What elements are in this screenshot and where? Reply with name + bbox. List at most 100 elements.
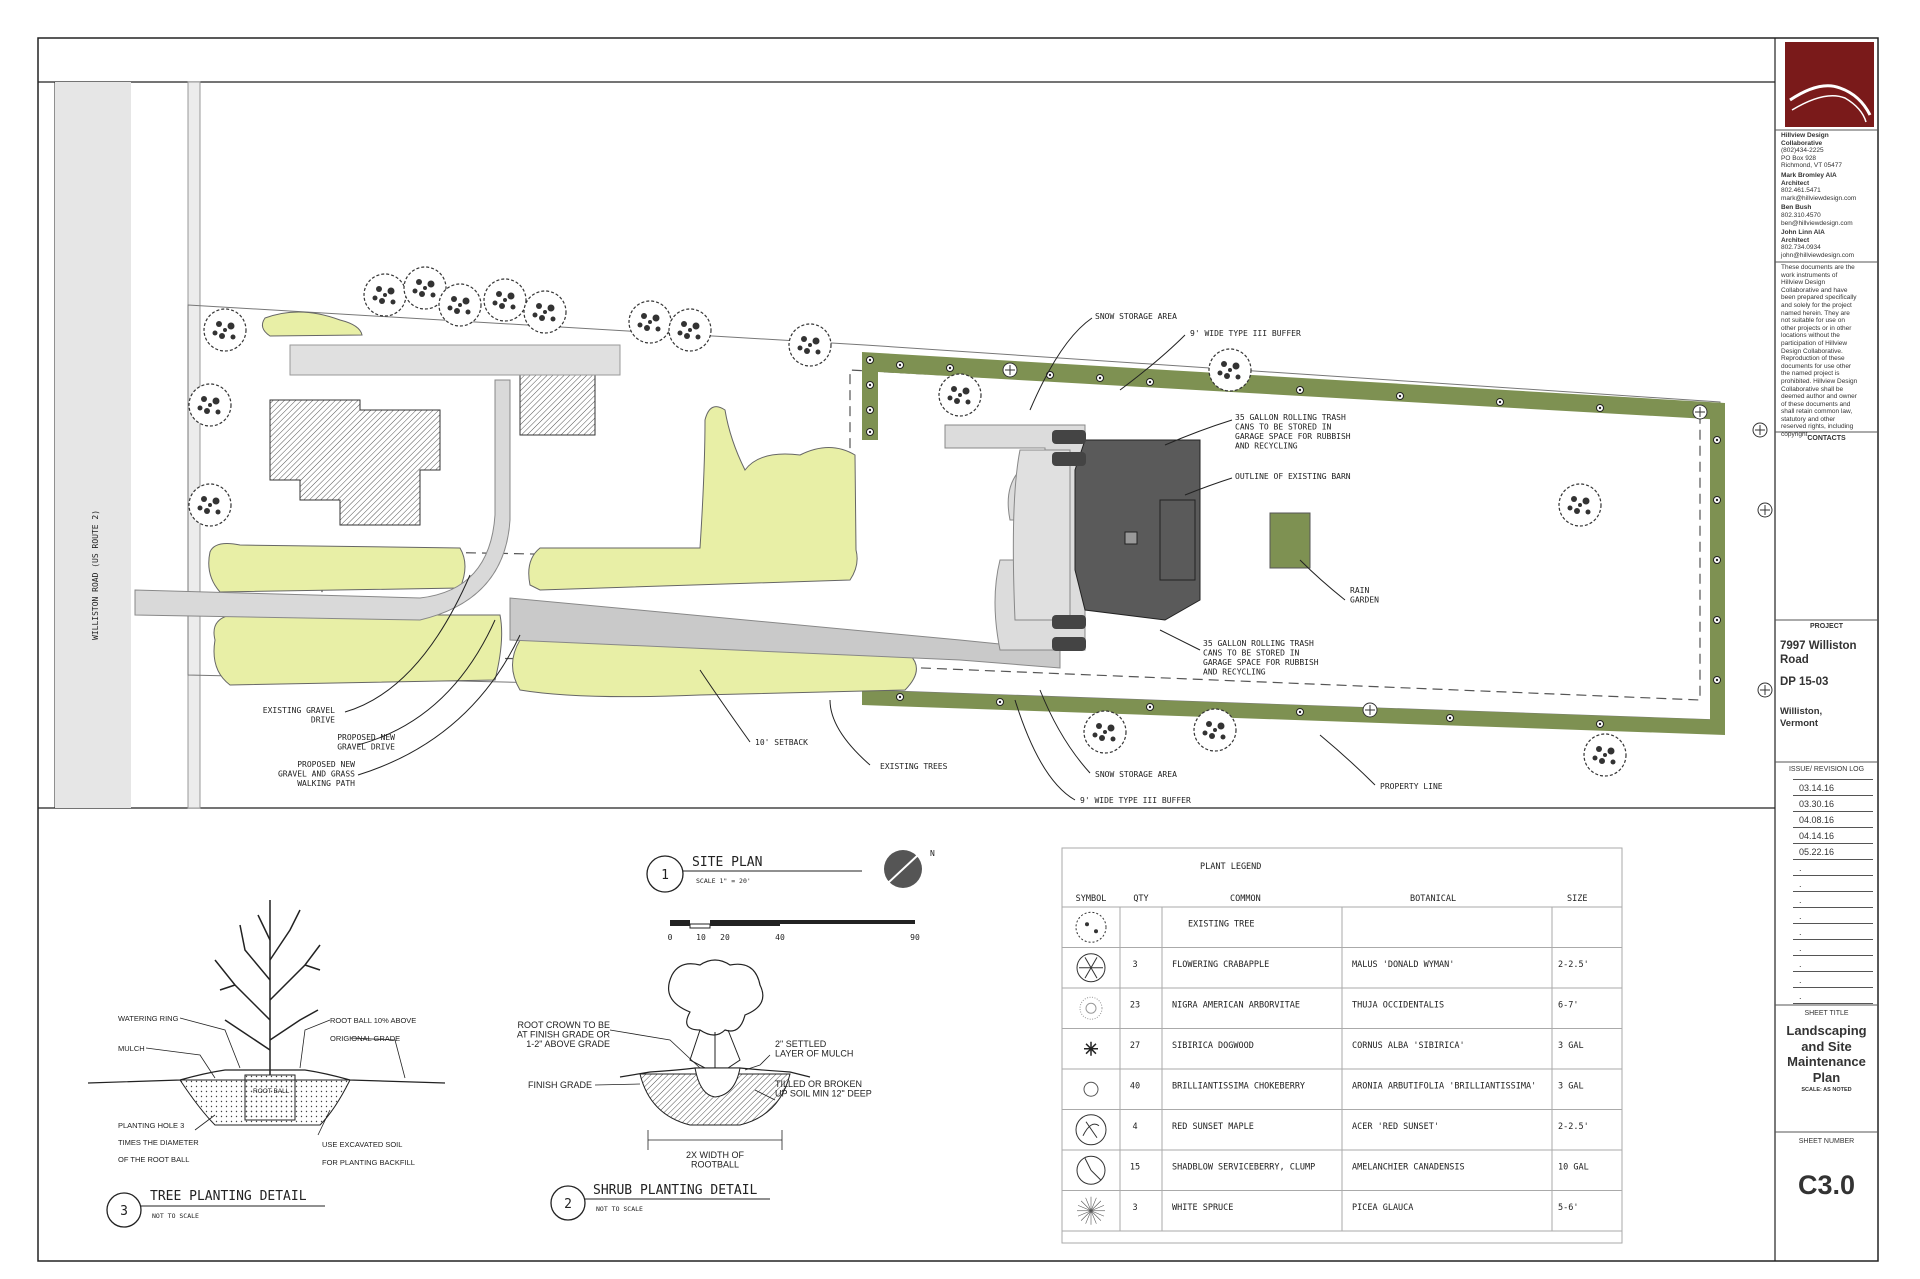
scale-bar: 0 10 20 40 90 xyxy=(668,920,920,942)
scale-tick-20: 20 xyxy=(720,933,730,942)
arborvitae-icon xyxy=(1079,996,1103,1020)
site-plan: WILLISTON ROAD (US ROUTE 2) xyxy=(55,81,1773,809)
lawn-strip-upper xyxy=(208,543,466,593)
legend-botanical: ARONIA ARBUTIFOLIA 'BRILLIANTISSIMA' xyxy=(1352,1081,1536,1091)
barn-roof-ridge xyxy=(1159,499,1196,581)
legend-qty: 40 xyxy=(1130,1081,1140,1091)
scale-note: SCALE: AS NOTED xyxy=(1801,1087,1852,1093)
road-shoulder xyxy=(187,81,201,809)
legend-size: 10 GAL xyxy=(1558,1162,1589,1172)
revision-entry: . xyxy=(1793,860,1873,876)
person1-contact: 802.461.5471 mark@hillviewdesign.com xyxy=(1781,187,1857,202)
person3-contact: 802.734.0934 john@hillviewdesign.com xyxy=(1781,244,1855,259)
project-address: 7997 Williston Road xyxy=(1780,640,1857,666)
site-plan-title: 1 SITE PLAN SCALE 1" = 20' N 0 10 20 40 … xyxy=(646,849,935,942)
tree-planting-detail: WATERING RING MULCH ROOT BALL 10% ABOVE … xyxy=(87,900,446,1228)
label-original-grade: ORIGIONAL GRADE xyxy=(330,1034,400,1043)
legend-qty: 4 xyxy=(1132,1122,1137,1132)
sheet-title: Landscaping and Site Maintenance Plan xyxy=(1786,1023,1867,1085)
parked-cars xyxy=(1052,430,1086,651)
legend-header-botanical: BOTANICAL xyxy=(1410,894,1456,904)
disclaimer: These documents are the work instruments… xyxy=(1781,264,1858,439)
label-root-ball-above: ROOT BALL 10% ABOVE xyxy=(330,1016,416,1025)
rain-garden xyxy=(1269,512,1311,569)
revision-entry: . xyxy=(1793,924,1873,940)
legend-common: NIGRA AMERICAN ARBORVITAE xyxy=(1172,1000,1300,1010)
label-buffer-bottom: 9' WIDE TYPE III BUFFER xyxy=(1080,796,1191,805)
legend-qty: 15 xyxy=(1130,1162,1140,1172)
label-property-line: PROPERTY LINE xyxy=(1380,782,1443,791)
legend-common: FLOWERING CRABAPPLE xyxy=(1172,960,1269,970)
buffer-bottom xyxy=(862,690,1725,735)
legend-row: EXISTING TREE xyxy=(1075,911,1255,943)
legend-qty: 3 xyxy=(1132,1203,1137,1213)
label-mulch: MULCH xyxy=(118,1044,145,1053)
label-watering-ring: WATERING RING xyxy=(118,1014,179,1023)
shrub-icon xyxy=(668,959,764,1036)
scale-tick-40: 40 xyxy=(775,933,785,942)
label-snow-storage-bottom: SNOW STORAGE AREA xyxy=(1095,770,1177,779)
firm-contact: (802)434-2225 PO Box 928 Richmond, VT 05… xyxy=(1781,147,1842,170)
label-existing-trees: EXISTING TREES xyxy=(880,762,948,771)
label-setback: 10' SETBACK xyxy=(755,738,808,747)
label-outline-barn: OUTLINE OF EXISTING BARN xyxy=(1235,472,1351,481)
revision-entry: . xyxy=(1793,940,1873,956)
legend-header-common: COMMON xyxy=(1230,894,1261,904)
shrub-detail-title: SHRUB PLANTING DETAIL xyxy=(593,1183,758,1198)
project-label: PROJECT xyxy=(1809,623,1844,630)
proposed-gravel-drive xyxy=(509,597,1061,669)
legend-qty: 27 xyxy=(1130,1041,1140,1051)
label-finish-grade: FINISH GRADE xyxy=(528,1080,592,1090)
legend-common: WHITE SPRUCE xyxy=(1172,1203,1233,1213)
site-labels: SNOW STORAGE AREA 9' WIDE TYPE III BUFFE… xyxy=(263,312,1443,805)
maple-icon xyxy=(1075,1114,1107,1146)
title-block: Hillview Design Collaborative (802)434-2… xyxy=(1775,38,1878,1261)
label-snow-storage-top: SNOW STORAGE AREA xyxy=(1095,312,1177,321)
legend-size: 2-2.5' xyxy=(1558,960,1589,970)
lawn-main-south xyxy=(512,639,917,698)
site-callouts xyxy=(344,317,1376,801)
sheet-number-label: SHEET NUMBER xyxy=(1798,1138,1855,1145)
crabapple-icon xyxy=(1076,953,1106,983)
revision-entry: . xyxy=(1793,988,1873,1004)
legend-row: 4 RED SUNSET MAPLE ACER 'RED SUNSET' 2-2.5' xyxy=(1075,1114,1589,1146)
existing-barn xyxy=(1074,439,1201,621)
shrub-detail-number: 2 xyxy=(564,1197,572,1212)
tree-detail-number: 3 xyxy=(120,1204,128,1219)
revision-entry: . xyxy=(1793,876,1873,892)
legend-common: SIBIRICA DOGWOOD xyxy=(1172,1041,1254,1051)
revision-entry: 05.22.16 xyxy=(1793,844,1873,860)
existing-house xyxy=(269,399,441,526)
legend-header-size: SIZE xyxy=(1567,894,1587,904)
tree-detail-title: TREE PLANTING DETAIL xyxy=(150,1189,307,1204)
legend-header-symbol: SYMBOL xyxy=(1076,894,1107,904)
williston-road xyxy=(55,82,131,808)
barn-cupola xyxy=(1124,531,1138,545)
legend-common: RED SUNSET MAPLE xyxy=(1172,1122,1254,1132)
revision-entry: . xyxy=(1793,972,1873,988)
lawn-strip-lower xyxy=(213,614,503,686)
legend-size: 2-2.5' xyxy=(1558,1122,1589,1132)
shrub-detail-scale: NOT TO SCALE xyxy=(596,1205,643,1213)
legend-botanical: ACER 'RED SUNSET' xyxy=(1352,1122,1439,1132)
tree-icon xyxy=(214,900,321,1075)
label-buffer-top: 9' WIDE TYPE III BUFFER xyxy=(1190,329,1301,338)
legend-common: EXISTING TREE xyxy=(1188,919,1255,929)
existing-tree-icon xyxy=(1075,911,1107,943)
